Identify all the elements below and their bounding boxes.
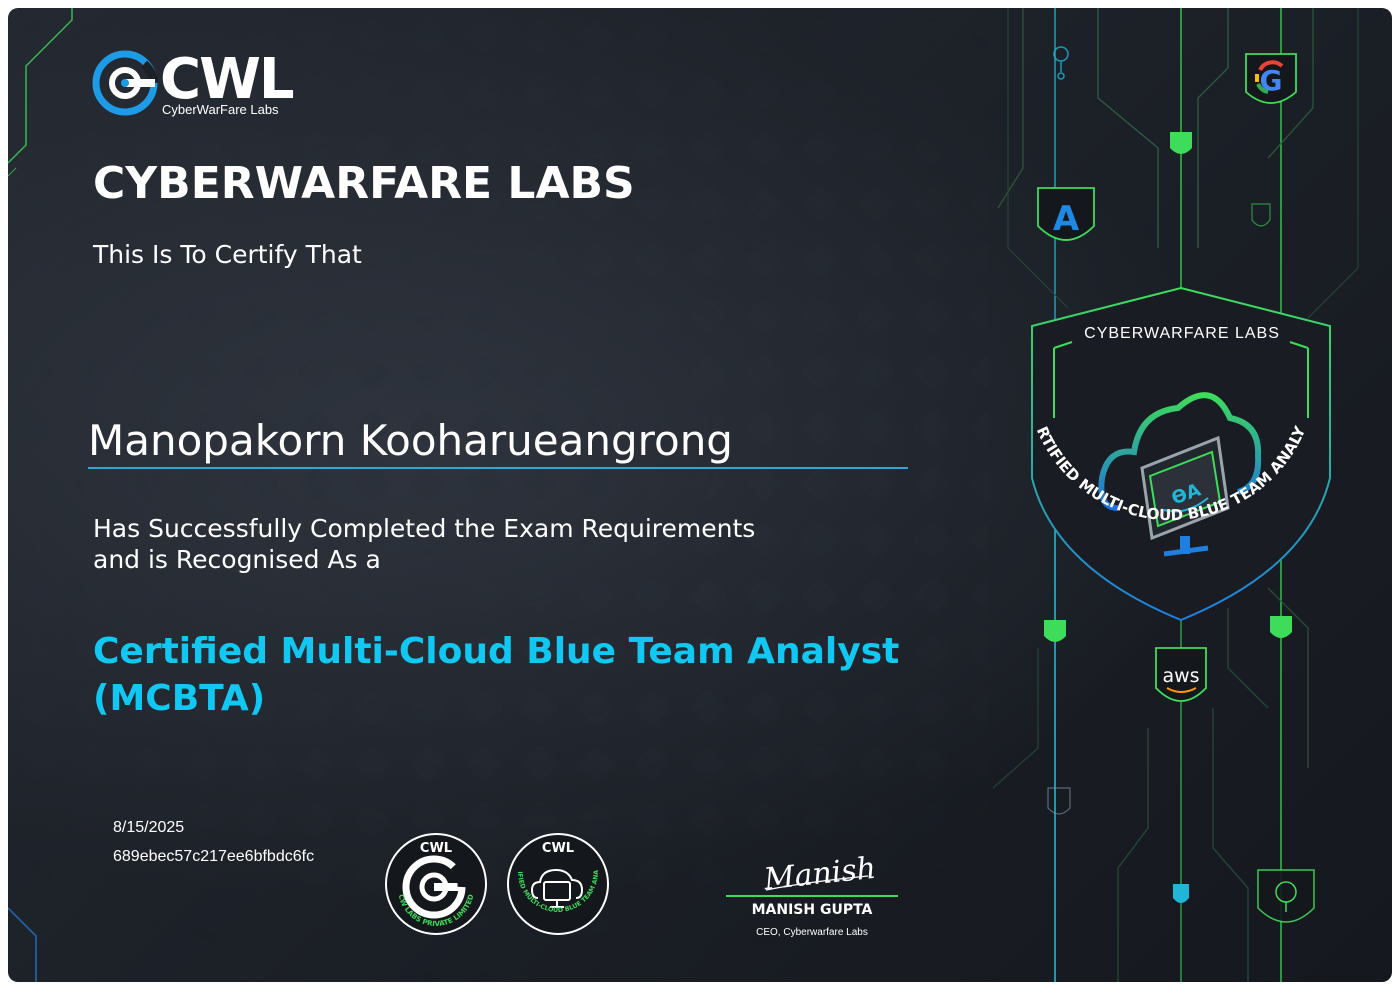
issue-date: 8/15/2025 — [113, 819, 185, 836]
azure-icon: A — [1037, 187, 1095, 241]
logo-wordmark: CWL — [160, 47, 295, 112]
organization-title: CYBERWARFARE LABS — [93, 158, 635, 209]
shield-icons — [1044, 132, 1292, 903]
company-seal: CWL CW LABS PRIVATE LIMITED — [385, 833, 487, 935]
certificate-id: 689ebec57c217ee6bfbdc6fc — [113, 848, 315, 865]
cloud-monitor-icon — [530, 868, 584, 908]
certification-name: Certified Multi-Cloud Blue Team Analyst … — [93, 631, 900, 719]
logo-subtitle: CyberWarFare Labs — [162, 102, 279, 117]
badge-artwork: G A aws — [968, 8, 1359, 982]
badge-cloud-monitor: ϴA — [1098, 392, 1262, 557]
azure-glyph: A — [1053, 199, 1080, 239]
recipient-name: Manopakorn Kooharueangrong — [88, 416, 733, 465]
signature-scribble: Manish — [761, 851, 876, 896]
completion-statement: Has Successfully Completed the Exam Requ… — [93, 513, 755, 575]
name-underline — [88, 467, 908, 469]
signatory-role: CEO, Cyberwarfare Labs — [756, 927, 868, 938]
course-seal: CWL CERTIFIED MULTI-CLOUD BLUE TEAM ANAL… — [506, 832, 609, 935]
certify-text: This Is To Certify That — [93, 240, 362, 269]
aws-glyph: aws — [1162, 665, 1199, 687]
background-pattern — [8, 8, 988, 982]
magnifier-icon — [1053, 46, 1069, 80]
signature-script: Manish — [761, 851, 876, 896]
company-seal-top: CWL — [420, 841, 452, 856]
google-glyph: G — [1260, 64, 1283, 97]
badge-org-label: CYBERWARFARE LABS — [1084, 325, 1280, 342]
certificate: CWL CyberWarFare Labs CYBERWARFARE LABS … — [8, 8, 1392, 982]
cwl-logo: CWL CyberWarFare Labs — [92, 46, 302, 122]
completion-line-2: and is Recognised As a — [93, 545, 381, 574]
cwl-logo-icon — [92, 50, 158, 116]
course-seal-top: CWL — [542, 841, 574, 856]
signature-block: Manish MANISH GUPTA CEO, Cyberwarfare La… — [726, 846, 901, 956]
aws-icon: aws — [1155, 647, 1207, 702]
signatory-name: MANISH GUPTA — [751, 902, 873, 918]
monitor-shield-icon — [1257, 869, 1315, 923]
signature-line — [726, 895, 898, 897]
google-cloud-icon: G — [1245, 53, 1297, 104]
completion-line-1: Has Successfully Completed the Exam Requ… — [93, 514, 756, 543]
